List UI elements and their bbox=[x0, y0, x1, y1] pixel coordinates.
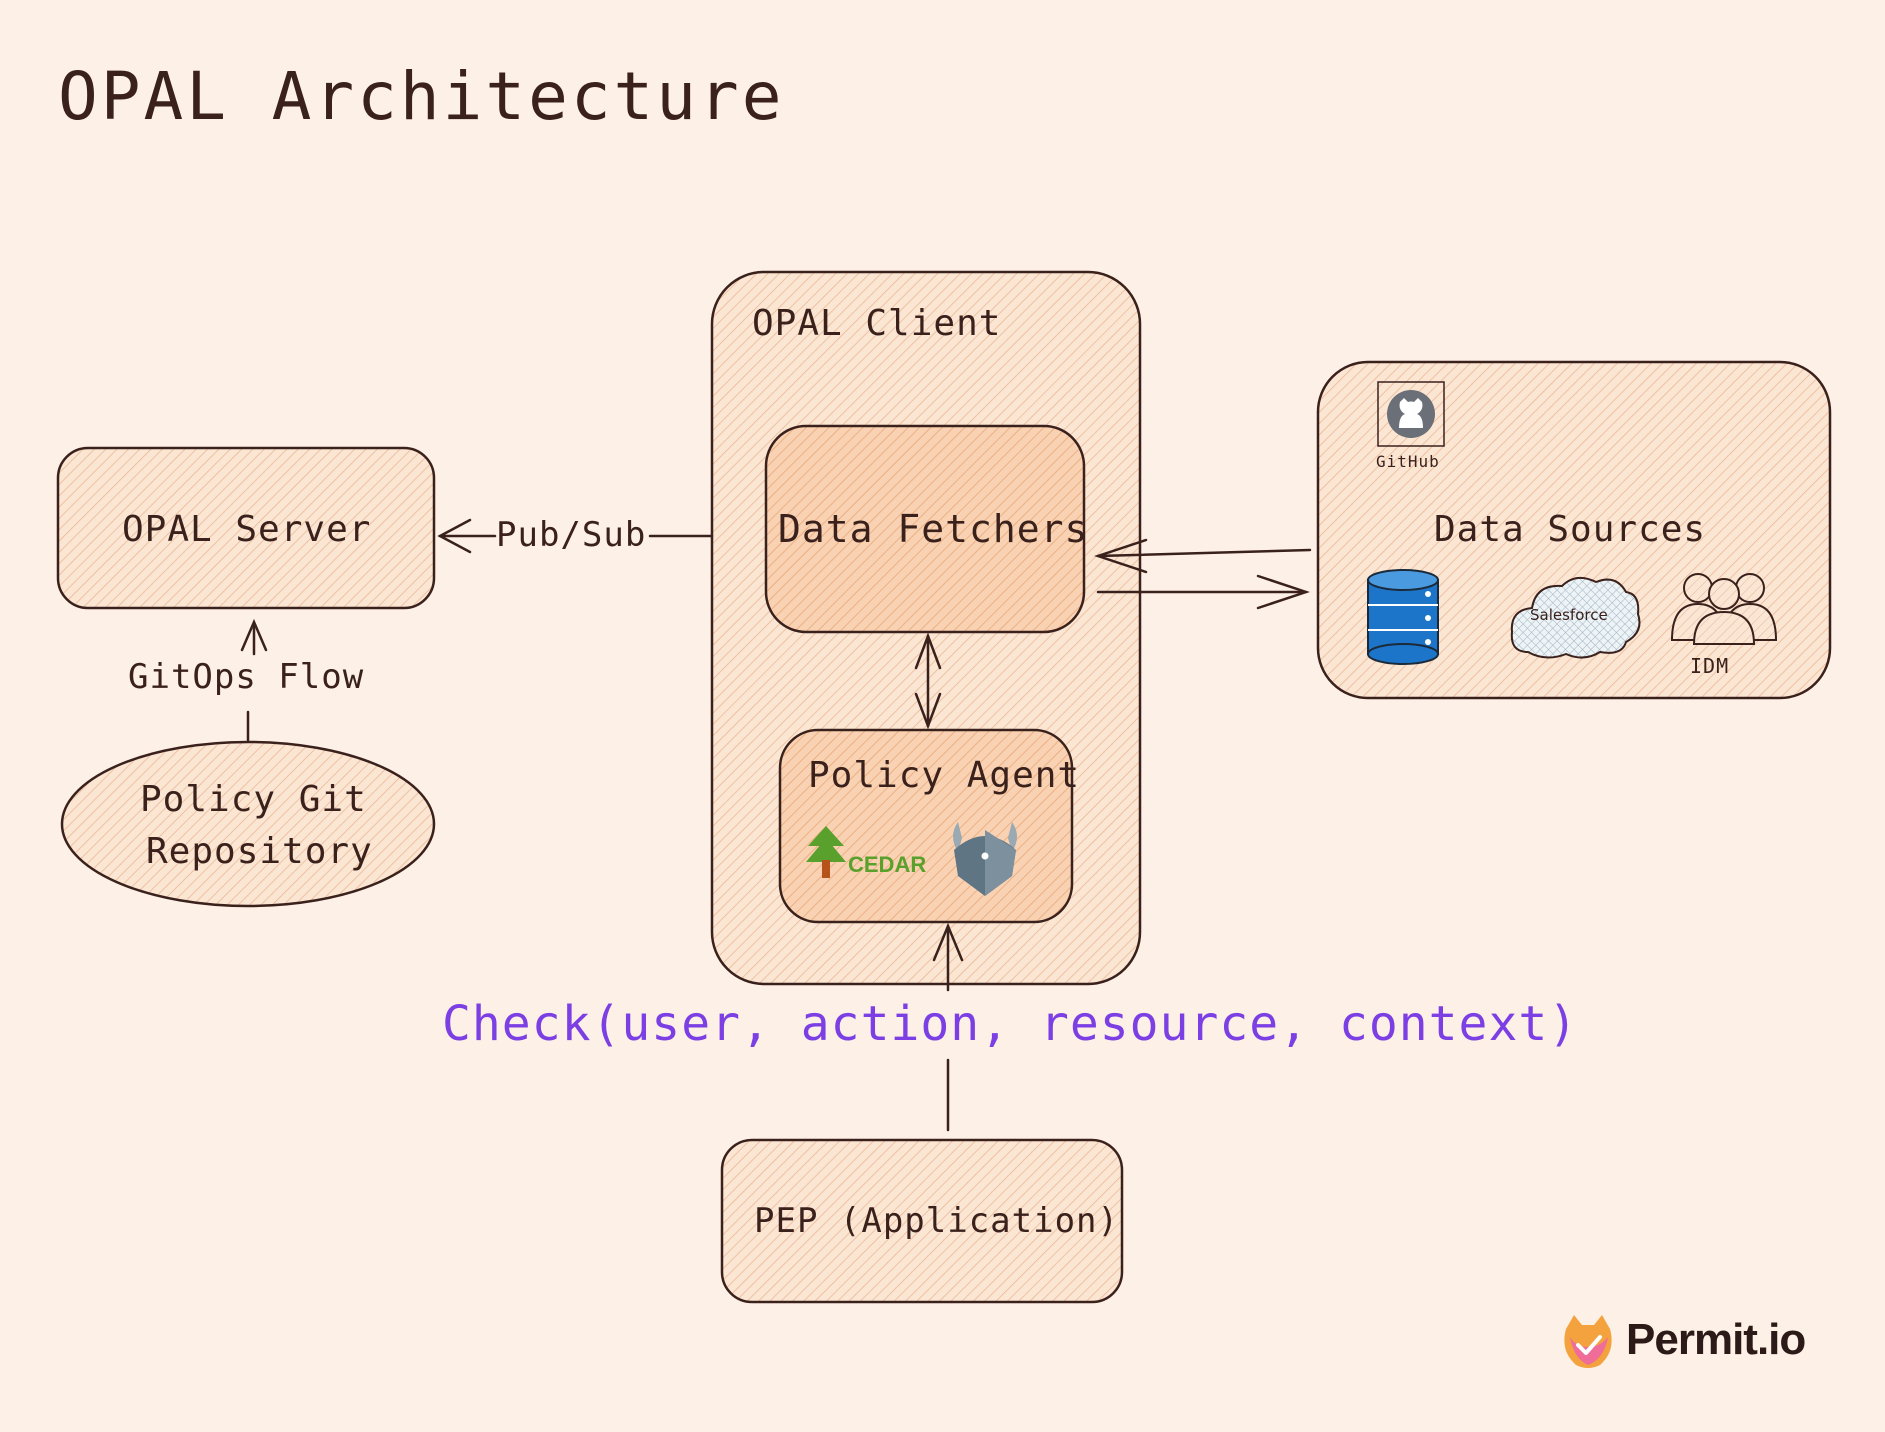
fetch-arrows bbox=[1094, 538, 1312, 610]
github-label: GitHub bbox=[1376, 452, 1440, 471]
idm-label: IDM bbox=[1690, 654, 1730, 678]
cedar-label: CEDAR bbox=[848, 852, 927, 877]
data-fetchers-label: Data Fetchers bbox=[778, 507, 1089, 551]
check-arrow bbox=[932, 922, 964, 1132]
opal-server-label: OPAL Server bbox=[122, 509, 372, 550]
pep-box bbox=[720, 1138, 1124, 1304]
idm-icon bbox=[1670, 573, 1778, 645]
salesforce-label: Salesforce bbox=[1530, 606, 1608, 624]
fetcher-agent-arrow bbox=[914, 632, 942, 730]
policy-repo-label-1: Policy Git bbox=[140, 779, 367, 820]
salesforce-icon bbox=[1510, 576, 1641, 659]
data-fetchers-box bbox=[764, 424, 1086, 634]
pubsub-arrow bbox=[437, 518, 714, 554]
opa-icon bbox=[953, 822, 1017, 896]
github-icon bbox=[1377, 381, 1445, 447]
pubsub-label: Pub/Sub bbox=[496, 515, 647, 555]
database-icon bbox=[1367, 569, 1439, 665]
diagram-title: OPAL Architecture bbox=[58, 58, 785, 135]
permit-logo-icon bbox=[1564, 1315, 1612, 1368]
permit-brand-text: Permit.io bbox=[1626, 1315, 1806, 1364]
opal-client-label: OPAL Client bbox=[752, 303, 1002, 344]
gitops-arrow bbox=[240, 618, 268, 742]
data-sources-label: Data Sources bbox=[1434, 509, 1707, 550]
policy-repo-label-2: Repository bbox=[146, 831, 373, 872]
policy-agent-label: Policy Agent bbox=[808, 755, 1081, 796]
permit-brand: Permit.io bbox=[1560, 1310, 1806, 1370]
pep-label: PEP (Application) bbox=[754, 1201, 1119, 1241]
cedar-icon bbox=[806, 826, 846, 878]
opal-server-box bbox=[56, 446, 436, 610]
gitops-label: GitOps Flow bbox=[128, 657, 365, 697]
policy-repo-ellipse bbox=[60, 740, 436, 908]
check-call-label: Check(user, action, resource, context) bbox=[442, 996, 1579, 1052]
